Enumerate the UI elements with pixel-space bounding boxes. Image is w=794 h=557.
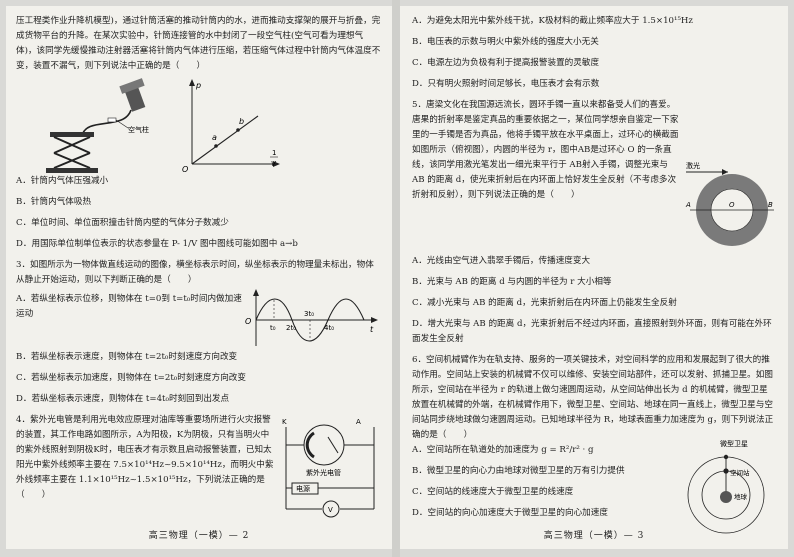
micro-satellite-label: 微型卫星	[720, 439, 748, 448]
axis-one-label: 1	[272, 149, 276, 157]
q5-option-a: A．光线由空气进入翡翠手镯后，传播速度变大	[412, 256, 591, 266]
anode-a-label: A	[356, 418, 361, 426]
q2-option-b: B．针筒内气体吸热	[16, 197, 92, 207]
orbit-diagram: 微型卫星 空间站 地球	[687, 439, 765, 534]
exam-page-2: 压工程类作业升降机模型)，通过针筒活塞的推动针筒内的水，进而推动支撑架的展开与折…	[6, 6, 392, 549]
q5-option-c: C．减小光束与 AB 的距离 d，光束折射后在内环面上仍能发生全反射	[412, 298, 677, 308]
q4-option-b: B．电压表的示数与明火中紫外线的强度大小无关	[412, 37, 599, 47]
lift-apparatus-figure: 空气柱	[46, 78, 149, 173]
space-station-label: 空间站	[730, 468, 750, 477]
q5-block: 5．唐梁文化在我国源远流长，圆环手镯一直以来都备受人们的喜爱。唐果的折射率是鉴定…	[412, 98, 776, 254]
point-a-label: a	[212, 133, 217, 142]
center-o-label: O	[729, 201, 735, 209]
page-footer-2: 高三物理（一模）— 2	[148, 531, 250, 541]
q3-option-b: B．若纵坐标表示速度，则物体在 t=2t₀时刻速度方向改变	[16, 352, 238, 362]
q2-option-a: A．针筒内气体压强减小	[16, 176, 109, 186]
page-footer-3: 高三物理（一模）— 3	[543, 531, 645, 541]
q5-option-b: B．光束与 AB 的距离 d 与内圆的半径为 r 大小相等	[412, 277, 612, 287]
q6-option-c: C．空间站的线速度大于微型卫星的线速度	[412, 487, 574, 497]
q5-option-d: D．增大光束与 AB 的距离 d，光束折射后不经过内环面，直接照射到外环面，则有…	[412, 319, 772, 344]
q4-stem: 4．紫外光电管是利用光电效应原理对油库等重要场所进行火灾报警的装置，其工作电路如…	[16, 415, 274, 500]
q2-stem-continued: 压工程类作业升降机模型)，通过针筒活塞的推动针筒内的水，进而推动支撑架的展开与折…	[16, 16, 381, 71]
exam-page-3: A．为避免太阳光中紫外线干扰，K极材料的截止频率应大于 1.5×10¹⁵Hz B…	[400, 6, 788, 549]
q6-option-a: A．空间站所在轨道处的加速度为 g = R²/r² · g	[412, 445, 594, 455]
axis-v-label: V	[271, 160, 277, 168]
q6-stem: 6．空间机械臂作为在轨支持、服务的一项关键技术，对空间科学的应用和发展起到了很大…	[412, 355, 774, 440]
origin-label: O	[245, 317, 251, 326]
page-gutter	[392, 0, 400, 557]
q3-stem: 3．如图所示为一物体做直线运动的图像，横坐标表示时间，纵坐标表示的物理量未标出，…	[16, 260, 374, 285]
q4-option-a: A．为避免太阳光中紫外线干扰，K极材料的截止频率应大于 1.5×10¹⁵Hz	[412, 16, 693, 26]
q4-block: 4．紫外光电管是利用光电效应原理对油库等重要场所进行火灾报警的装置，其工作电路如…	[16, 413, 382, 519]
q6-option-d: D．空间站的向心加速度大于微型卫星的向心加速度	[412, 508, 608, 518]
axis-p-label: p	[195, 81, 201, 90]
uv-phototube-circuit: K A 紫外光电管 电源 V	[282, 418, 375, 518]
q5-stem: 5．唐梁文化在我国源远流长，圆环手镯一直以来都备受人们的喜爱。唐果的折射率是鉴定…	[412, 100, 679, 200]
q4-option-d: D．只有明火照射时间足够长，电压表才会有示数	[412, 79, 600, 89]
q3-option-c: C．若纵坐标表示加速度，则物体在 t=2t₀时刻速度方向改变	[16, 373, 246, 383]
tick-t0: t₀	[270, 324, 276, 332]
axis-t-label: t	[370, 325, 374, 334]
q2-figures: 空气柱 p O a b 1	[16, 76, 382, 174]
point-a-label: A	[685, 201, 691, 209]
tick-4t0: 4t₀	[324, 324, 334, 332]
p-inverse-v-graph: p O a b 1 V	[182, 79, 280, 174]
point-b-label: B	[768, 201, 773, 209]
bangle-cross-section: 激光 A O B	[685, 161, 774, 246]
earth-label: 地球	[734, 492, 748, 501]
point-b-label: b	[239, 117, 244, 126]
q3-option-a: A．若纵坐标表示位移，则物体在 t=0到 t=t₀时间内做加速运动	[16, 294, 242, 319]
q6-block: A．空间站所在轨道处的加速度为 g = R²/r² · g B．微型卫星的向心力…	[412, 439, 776, 537]
q6-option-b: B．微型卫星的向心力由地球对微型卫星的万有引力提供	[412, 466, 625, 476]
laser-label: 激光	[686, 161, 700, 170]
cathode-k-label: K	[282, 418, 287, 426]
origin-label: O	[182, 165, 188, 174]
sine-motion-graph: O t t₀ 2t₀ 3t₀ 4t₀	[245, 289, 378, 346]
air-column-label: 空气柱	[128, 125, 149, 134]
q3-block: A．若纵坐标表示位移，则物体在 t=0到 t=t₀时间内做加速运动 O t t₀…	[16, 288, 382, 350]
tick-2t0: 2t₀	[286, 324, 296, 332]
phototube-label: 紫外光电管	[306, 468, 341, 477]
q2-option-d: D．用国际单位制单位表示的状态参量在 P- 1/V 图中图线可能如图中 a→b	[16, 239, 298, 249]
power-source-label: 电源	[296, 484, 310, 493]
q4-option-c: C．电源左边为负极有利于提高报警装置的灵敏度	[412, 58, 600, 68]
tick-3t0: 3t₀	[304, 310, 314, 318]
q2-option-c: C．单位时间、单位面积撞击针筒内壁的气体分子数减少	[16, 218, 229, 228]
q3-option-d: D．若纵坐标表示速度，则物体在 t=4t₀时刻回到出发点	[16, 394, 230, 404]
voltmeter-label: V	[328, 506, 333, 514]
